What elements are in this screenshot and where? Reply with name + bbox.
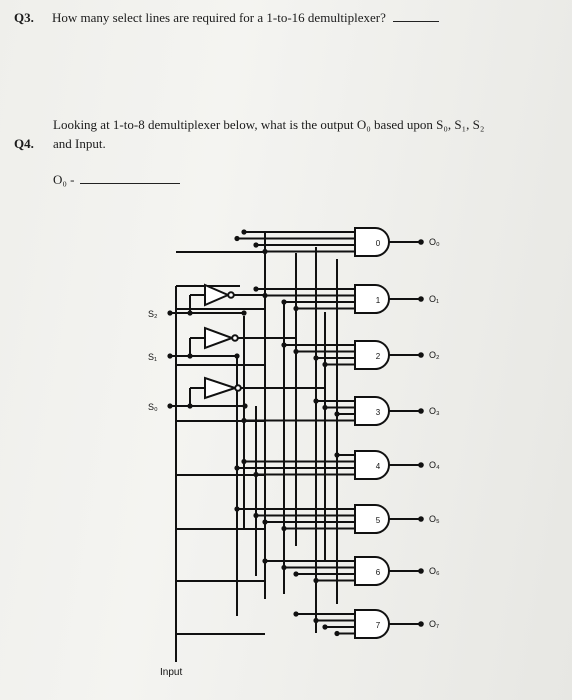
junction-dot: [262, 519, 268, 525]
output-label: O₂: [429, 350, 440, 360]
output-dot: [418, 568, 424, 574]
and-gate: [354, 504, 390, 534]
junction-dot: [253, 242, 259, 248]
select-label: S₀: [148, 402, 158, 412]
gate-number: 2: [376, 352, 381, 361]
not-gate: [204, 326, 235, 350]
junction-dot: [253, 512, 259, 519]
output-label: O₄: [429, 460, 440, 470]
q3-number: Q3.: [14, 10, 34, 25]
junction-dot: [334, 452, 340, 458]
junction-dot: [241, 458, 247, 465]
junction-dot: [262, 292, 268, 299]
junction-dot: [241, 310, 247, 316]
output-label: O₇: [429, 619, 439, 629]
q4-answer-blank[interactable]: [79, 183, 180, 184]
output-label: O₆: [429, 566, 440, 576]
diagram-labels: S₂ S₁ S₀ Input 0 O₀ 1 O₁ 2 O₂ 3 O₃ 4 O₄ 5 O₅ 6 O₆ 7 O₇: [148, 237, 440, 678]
output-dot: [418, 516, 424, 522]
gate-number: 5: [376, 516, 381, 525]
output-dot: [418, 462, 424, 468]
output-label: O₃: [429, 406, 440, 416]
q3-text: How many select lines are required for a…: [52, 10, 440, 26]
and-gate: [354, 556, 390, 586]
junction-dot: [334, 411, 340, 417]
output-dot: [418, 296, 424, 302]
circuit-wires: [167, 229, 424, 662]
and-gate: [354, 450, 390, 480]
junction-dot: [293, 571, 299, 577]
junction-dot: [313, 355, 319, 361]
junction-dot: [313, 398, 319, 404]
gate-number: 0: [376, 239, 381, 248]
output-label: O₀: [429, 237, 440, 247]
output-label: O₅: [429, 514, 440, 524]
junction-dot: [293, 611, 299, 617]
q3-answer-blank[interactable]: [393, 21, 440, 22]
and-gate: [354, 284, 390, 314]
q4-line2: and Input.: [53, 136, 106, 151]
inversion-bubble: [227, 291, 235, 299]
junction-dot: [234, 235, 240, 242]
junction-dot: [322, 624, 328, 630]
not-gate: [204, 283, 231, 307]
gate-number: 7: [376, 621, 381, 630]
output-dot: [418, 352, 424, 358]
gate-number: 4: [376, 462, 381, 471]
junction-dot: [281, 564, 287, 571]
gate-number: 6: [376, 568, 381, 577]
junction-dot: [313, 577, 319, 584]
junction-dot: [322, 404, 328, 411]
junction-dot: [234, 353, 240, 359]
junction-dot: [253, 286, 259, 292]
input-label: Input: [160, 667, 182, 678]
and-gate: [354, 340, 390, 370]
inversion-bubble: [234, 384, 242, 392]
q4-line1: Looking at 1-to-8 demultiplexer below, w…: [53, 117, 485, 132]
output-label: O₁: [429, 294, 439, 304]
and-gates: [354, 227, 390, 639]
junction-dot: [262, 558, 268, 564]
output-dot: [418, 621, 424, 627]
q4-number: Q4.: [14, 136, 34, 151]
junction-dot: [293, 348, 299, 355]
inversion-bubble: [231, 334, 239, 342]
junction-dot: [234, 506, 240, 512]
junction-dot: [322, 361, 328, 368]
gate-number: 3: [376, 408, 381, 417]
not-gate: [204, 376, 239, 400]
junction-dot: [281, 342, 287, 348]
q4-answer-prefix: O₀ -: [53, 172, 75, 187]
inverters: [204, 283, 242, 400]
gate-number: 1: [376, 296, 381, 305]
output-dot: [418, 408, 424, 414]
junction-dot: [334, 630, 340, 637]
junction-dot: [293, 305, 299, 312]
and-gate: [354, 227, 390, 257]
output-dot: [418, 239, 424, 245]
junction-dot: [313, 617, 319, 624]
and-gate: [354, 396, 390, 426]
q4-answer-row: O₀ -: [53, 172, 180, 188]
junction-dot: [281, 299, 287, 305]
junction-dot: [281, 525, 287, 532]
select-label: S₂: [148, 309, 158, 319]
and-gate: [354, 609, 390, 639]
junction-dot: [241, 229, 247, 235]
junction-dot: [234, 465, 240, 471]
q3-question: How many select lines are required for a…: [52, 10, 386, 25]
select-label: S₁: [148, 352, 157, 362]
